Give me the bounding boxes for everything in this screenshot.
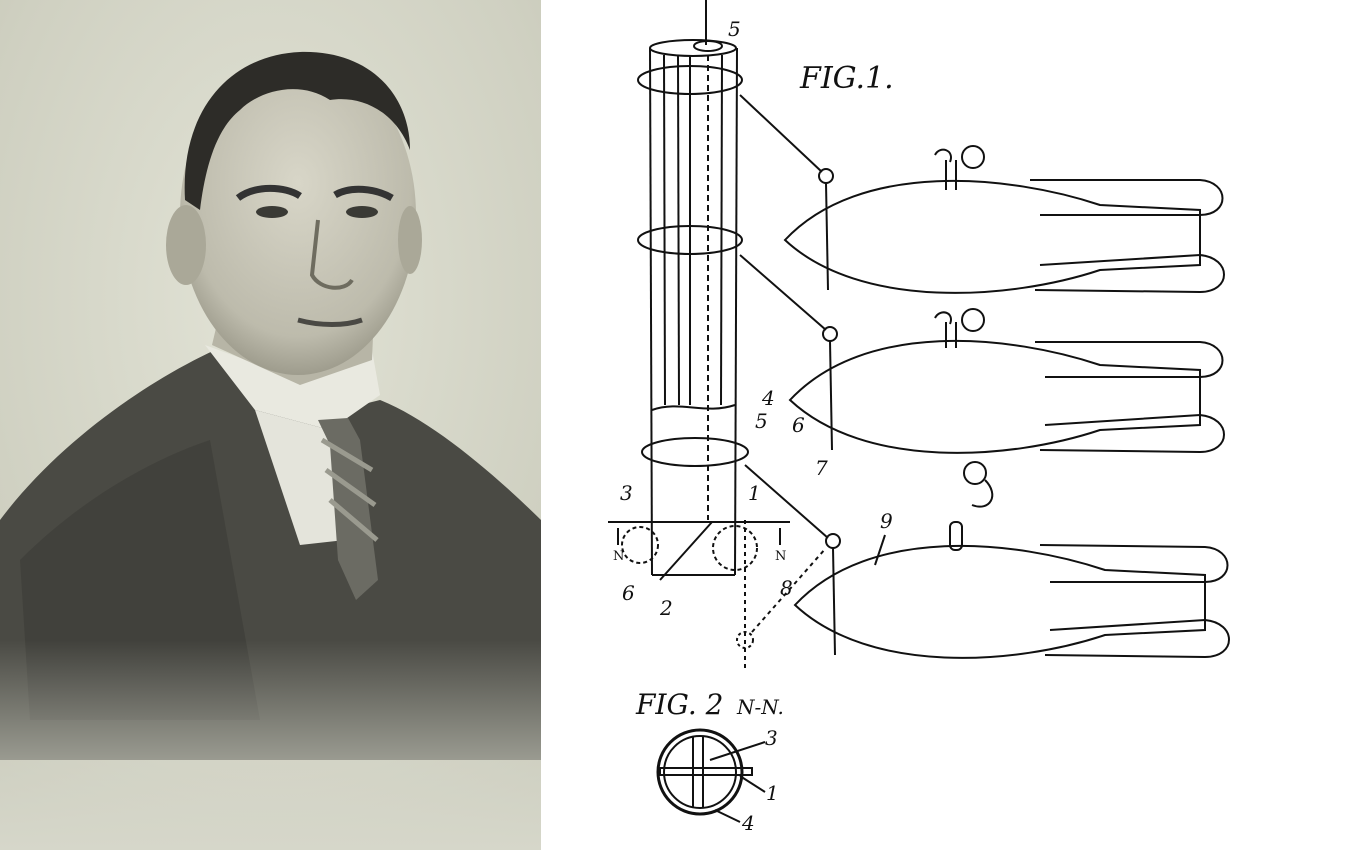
- ring-middle: [637, 225, 743, 255]
- airship-1: [783, 145, 1225, 294]
- ring-bottom: [641, 437, 749, 467]
- label-1: 1: [748, 481, 761, 505]
- right-ear: [398, 206, 422, 274]
- fig2-section: N-N.: [736, 695, 784, 719]
- label-2: 2: [659, 596, 673, 620]
- vertical-tube: [649, 39, 738, 576]
- label-8: 8: [780, 576, 793, 600]
- fig2-cross-section: [656, 728, 766, 823]
- label-n-right: N: [775, 549, 786, 564]
- shirt-front: [255, 410, 345, 545]
- label-3: 3: [620, 481, 633, 505]
- fig2-title: FIG. 2: [635, 688, 723, 721]
- left-ear: [166, 205, 206, 285]
- label-5: 5: [755, 409, 768, 433]
- ring-top: [637, 65, 743, 95]
- face: [180, 55, 416, 375]
- nose: [309, 219, 354, 290]
- fig2-label-1: 1: [766, 781, 779, 805]
- label-5-top: 5: [728, 17, 741, 41]
- label-4: 4: [761, 386, 775, 410]
- fig2-label-4: 4: [741, 811, 755, 835]
- label-6b: 6: [622, 581, 635, 605]
- fig1-title: FIG.1.: [799, 61, 894, 96]
- fig2-label-3: 3: [765, 726, 778, 750]
- label-9: 9: [880, 509, 893, 533]
- photo-fade: [0, 640, 541, 850]
- right-eye: [346, 206, 378, 218]
- label-n-left: N: [613, 549, 624, 564]
- portrait-photo: [0, 0, 541, 850]
- valve-detached: [963, 461, 994, 508]
- airship-2: [788, 308, 1225, 454]
- left-eyebrow: [235, 184, 302, 201]
- patent-drawing: FIG.1. 5 4 5 6 7 3 1 9 8 2 6 N N FIG. 2 …: [541, 0, 1366, 850]
- left-eye: [256, 206, 288, 218]
- airship-3: [793, 521, 1230, 659]
- label-6: 6: [792, 413, 805, 437]
- label-7: 7: [815, 456, 828, 480]
- hair: [184, 51, 410, 211]
- right-eyebrow: [333, 185, 394, 202]
- mouth: [297, 317, 363, 327]
